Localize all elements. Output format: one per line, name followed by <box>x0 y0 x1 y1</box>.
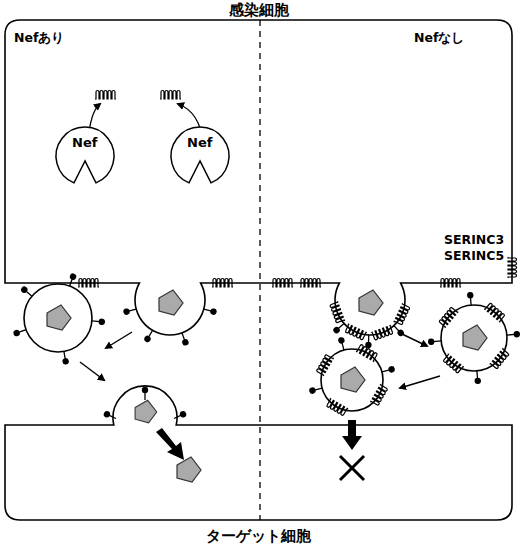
target-cell-membrane <box>5 386 512 520</box>
released-core <box>177 457 201 482</box>
protein-label: Nef <box>187 135 212 151</box>
flow-arrow <box>80 362 104 380</box>
entry-arrow <box>156 428 184 460</box>
flow-arrow <box>402 334 427 346</box>
serinc-coils <box>78 91 517 288</box>
free-virion <box>428 292 520 385</box>
protein-label: Nef <box>72 135 97 151</box>
fusing-virion <box>103 387 188 423</box>
cell-label: 感染細胞 <box>5 1 512 20</box>
flow-arrow <box>400 376 440 388</box>
condition-label: Nefあり <box>14 30 64 46</box>
nef-outline <box>55 125 115 185</box>
nef-protein: Nef <box>170 125 230 185</box>
nef-shape <box>56 127 114 183</box>
flow-arrow <box>106 332 132 348</box>
target-cell: ターゲット細胞 <box>5 425 512 520</box>
nef-outline <box>170 125 230 185</box>
infected-cell-membrane <box>5 20 512 335</box>
budding-virion <box>123 290 218 346</box>
nef-protein: Nef <box>55 125 115 185</box>
infected-cell: 感染細胞NefNef <box>5 20 512 283</box>
free-virion <box>13 273 106 365</box>
block-cross <box>340 456 364 480</box>
blocked-virion <box>308 336 395 416</box>
nef-shape <box>171 127 229 183</box>
condition-label: Nefなし <box>414 30 464 46</box>
cell-label: ターゲット細胞 <box>5 527 512 546</box>
divider <box>259 20 260 520</box>
blocked-arrow <box>342 420 362 450</box>
protein-name: SERINC3 SERINC5 <box>444 232 508 263</box>
